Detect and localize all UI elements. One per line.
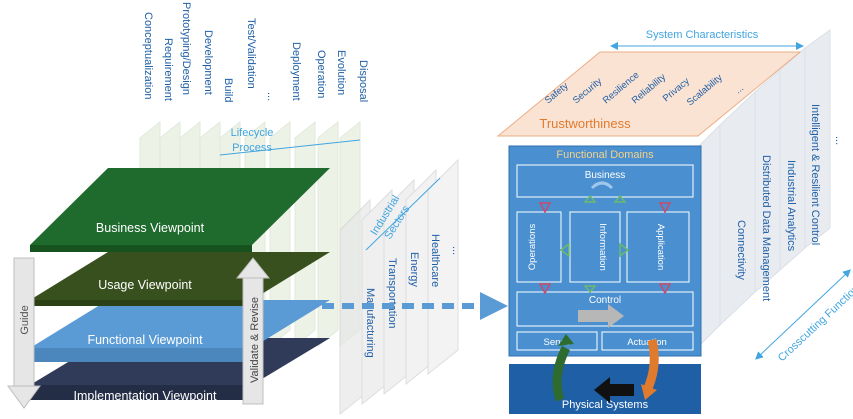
- domain-operations-label: Operations: [527, 224, 538, 271]
- green-arrow-icon: [583, 194, 597, 203]
- system-characteristics-title: System Characteristics: [646, 29, 759, 41]
- industrial-sector-energy: Energy: [408, 252, 420, 287]
- industrial-sectors-bracket-line: [365, 177, 441, 251]
- lifecycle-stage-disposal: Disposal: [357, 60, 369, 102]
- lifecycle-stage-ellipsis: ...: [265, 92, 277, 101]
- domain-actuation-label: Actuation: [627, 337, 667, 348]
- red-arrow-icon: [538, 202, 552, 214]
- functional-domains-box: Functional Domains Business Operations I…: [508, 145, 702, 357]
- domain-control-box: [516, 291, 694, 327]
- sense-green-arrow: [552, 345, 571, 402]
- lifecycle-stage-test-validation: Test/Validation: [245, 18, 257, 89]
- green-arrow-icon: [613, 194, 627, 203]
- trustworthiness-plane: Safety Security Resilience Reliability P…: [496, 51, 802, 137]
- industrial-sector-manufacturing: Manufacturing: [364, 288, 376, 358]
- domain-actuation-box: [601, 331, 694, 351]
- industrial-sector-slabs: [339, 158, 459, 416]
- domain-sense-label: Sense: [544, 337, 571, 348]
- crosscutting-distributed-data: Distributed Data Management: [760, 155, 772, 301]
- green-arrow-icon: [619, 242, 630, 258]
- red-arrow-icon: [658, 202, 672, 214]
- lifecycle-stage-deployment: Deployment: [290, 42, 302, 101]
- industrial-sector-healthcare: Healthcare: [429, 234, 441, 287]
- validate-revise-label: Validate & Revise: [249, 297, 261, 383]
- lifecycle-stage-requirement: Requirement: [162, 38, 174, 101]
- lifecycle-stage-conceptualization: Conceptualization: [142, 12, 154, 99]
- business-viewpoint-label: Business Viewpoint: [96, 221, 205, 235]
- guide-label: Guide: [19, 305, 31, 334]
- crosscutting-slabs: [699, 29, 831, 347]
- actuation-orange-arrowhead: [641, 384, 657, 400]
- dashed-connector-arrow: [302, 292, 508, 320]
- industrial-sector-ellipsis: ...: [450, 246, 462, 255]
- lifecycle-stage-evolution: Evolution: [335, 50, 347, 95]
- crosscutting-industrial-analytics: Industrial Analytics: [785, 160, 797, 252]
- crosscutting-connectivity: Connectivity: [735, 220, 747, 280]
- red-arrow-icon: [538, 283, 552, 295]
- green-arrow-icon: [559, 242, 570, 258]
- guide-arrow: Guide: [7, 257, 41, 409]
- domain-information-label: Information: [597, 223, 608, 271]
- lifecycle-stage-prototyping: Prototyping/Design: [180, 2, 192, 95]
- functional-domains-title: Functional Domains: [556, 149, 654, 161]
- domain-sense-box: [516, 331, 598, 351]
- usage-viewpoint-label: Usage Viewpoint: [98, 278, 192, 292]
- lifecycle-bracket-line: [219, 139, 361, 156]
- validate-revise-arrow: Validate & Revise: [235, 257, 271, 405]
- control-gray-arrow: [578, 304, 624, 328]
- lifecycle-stage-labels: Conceptualization Requirement Prototypin…: [142, 2, 369, 102]
- domain-operations-box: [516, 211, 562, 283]
- red-arrow-icon: [658, 283, 672, 295]
- actuation-orange-arrow: [643, 338, 659, 390]
- lifecycle-process-title-2: Process: [232, 142, 272, 154]
- domain-control-label: Control: [589, 295, 621, 306]
- functional-viewpoint-label: Functional Viewpoint: [87, 333, 203, 347]
- domain-application-box: [626, 211, 690, 283]
- trustworthiness-label: Trustworthiness: [539, 116, 631, 131]
- domain-application-label: Application: [655, 224, 666, 270]
- crosscutting-ellipsis: ...: [833, 136, 845, 145]
- lifecycle-stage-build: Build: [222, 78, 234, 102]
- physical-black-arrow: [594, 377, 634, 403]
- sense-green-arrowhead: [558, 334, 574, 346]
- crosscutting-bracket-line: [755, 269, 851, 360]
- crosscutting-functions-title: Crosscutting Functions: [776, 279, 853, 364]
- crosscutting-intelligent-control: Intelligent & Resilient Control: [809, 104, 821, 245]
- domain-business-box: [516, 164, 694, 198]
- implementation-viewpoint-label: Implementation Viewpoint: [74, 389, 217, 403]
- physical-systems-box: Physical Systems: [509, 334, 701, 414]
- industrial-sector-transportation: Transportation: [386, 258, 398, 329]
- lifecycle-process-title: Lifecycle: [231, 127, 274, 139]
- lifecycle-stage-development: Development: [202, 30, 214, 95]
- lifecycle-stage-operation: Operation: [315, 50, 327, 98]
- physical-systems-label: Physical Systems: [562, 399, 649, 411]
- green-arrow-icon: [583, 285, 597, 294]
- domain-business-label: Business: [585, 170, 626, 181]
- business-viewpoint-layer: [30, 168, 330, 245]
